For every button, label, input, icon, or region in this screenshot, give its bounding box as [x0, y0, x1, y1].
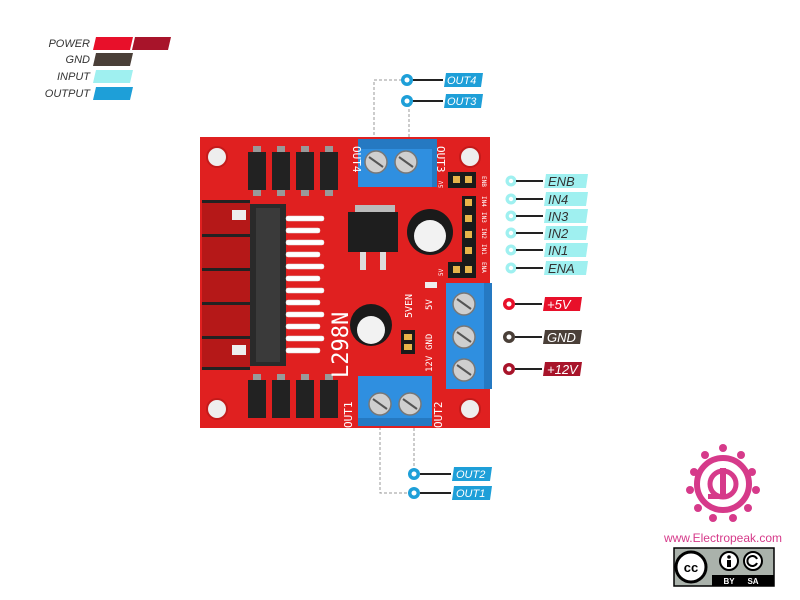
pin-in3-label: IN3 — [548, 209, 569, 224]
silk-in1: IN1 — [480, 244, 487, 255]
mount-hole-tr — [459, 146, 481, 168]
silk-enb: ENB — [480, 176, 487, 187]
pin-gnd[interactable]: GND — [503, 330, 582, 345]
terminal-block-power — [446, 283, 492, 389]
header-pins — [448, 172, 476, 278]
sa-label: SA — [747, 577, 758, 586]
pin-out1-label: OUT1 — [456, 488, 485, 500]
mount-hole-bl — [206, 398, 228, 420]
silk-hdr-5v-top: 5V — [438, 180, 445, 188]
pin-enb-label: ENB — [548, 174, 575, 189]
voltage-regulator — [348, 205, 398, 270]
capacitor-large — [407, 209, 453, 255]
silk-5v: 5V — [425, 299, 435, 310]
pin-gnd-label: GND — [547, 330, 576, 345]
legend-gnd-label: GND — [66, 54, 91, 66]
pin-5v[interactable]: +5V — [503, 297, 582, 312]
silk-in3: IN3 — [480, 212, 487, 223]
l298n-board: L298N — [200, 137, 492, 428]
pin-in1-label: IN1 — [548, 243, 568, 258]
pin-ena[interactable]: ENA — [505, 261, 589, 276]
pin-out1[interactable]: OUT1 — [408, 486, 492, 500]
pin-enb[interactable]: ENB — [505, 174, 589, 189]
mount-hole-tl — [206, 146, 228, 168]
smd-resistor — [425, 282, 437, 288]
silk-out3: OUT3 — [434, 146, 447, 173]
legend-gnd-swatch — [93, 53, 133, 66]
cc-icon — [674, 550, 708, 584]
cc-by-sa-badge: cc BY SA — [673, 547, 775, 587]
capacitor-small — [350, 304, 392, 346]
pin-out3-label: OUT3 — [447, 96, 477, 108]
silk-5ven: 5VEN — [404, 294, 415, 318]
terminal-block-bottom — [358, 376, 432, 426]
silk-12v: 12V — [425, 355, 435, 372]
pin-out4[interactable]: OUT4 — [401, 73, 483, 87]
pin-out2[interactable]: OUT2 — [408, 467, 492, 481]
electropeak-logo — [686, 444, 760, 522]
chip-label: L298N — [329, 312, 354, 378]
silk-gnd: GND — [425, 334, 435, 350]
pin-out2-label: OUT2 — [456, 469, 485, 481]
legend-power-label: POWER — [48, 38, 90, 50]
pin-12v[interactable]: +12V — [503, 362, 582, 377]
pin-in2-label: IN2 — [548, 226, 569, 241]
legend-input-label: INPUT — [57, 71, 91, 83]
heatsink — [202, 200, 325, 370]
legend-power-swatch-dark — [132, 37, 171, 50]
silk-in4: IN4 — [480, 196, 487, 207]
legend-output-swatch — [93, 87, 133, 100]
silk-out4: OUT4 — [350, 146, 363, 173]
silk-out1: OUT1 — [342, 402, 355, 429]
pin-ena-label: ENA — [548, 261, 575, 276]
pin-5v-label: +5V — [547, 297, 572, 312]
legend: POWER GND INPUT OUTPUT — [45, 37, 171, 100]
pin-in1[interactable]: IN1 — [505, 243, 589, 258]
jumper-5ven — [401, 330, 415, 354]
terminal-block-top — [358, 139, 437, 187]
mount-hole-br — [459, 398, 481, 420]
silk-in2: IN2 — [480, 228, 487, 239]
silk-hdr-5v-bot: 5V — [438, 268, 445, 276]
silk-out2: OUT2 — [432, 402, 445, 429]
cc-icon-text: cc — [684, 560, 698, 575]
legend-input-swatch — [93, 70, 133, 83]
diodes-top — [248, 146, 338, 196]
pin-in3[interactable]: IN3 — [505, 209, 589, 224]
pin-in2[interactable]: IN2 — [505, 226, 589, 241]
legend-power-swatch — [93, 37, 133, 50]
by-label: BY — [723, 577, 735, 586]
electropeak-website[interactable]: www.Electropeak.com — [663, 531, 782, 545]
silk-ena: ENA — [480, 262, 487, 273]
diodes-bottom — [248, 374, 338, 418]
legend-output-label: OUTPUT — [45, 88, 92, 100]
pin-out4-label: OUT4 — [447, 75, 476, 87]
pin-in4[interactable]: IN4 — [505, 192, 589, 207]
pin-out3[interactable]: OUT3 — [401, 94, 483, 108]
pin-12v-label: +12V — [547, 362, 579, 377]
pin-in4-label: IN4 — [548, 192, 568, 207]
